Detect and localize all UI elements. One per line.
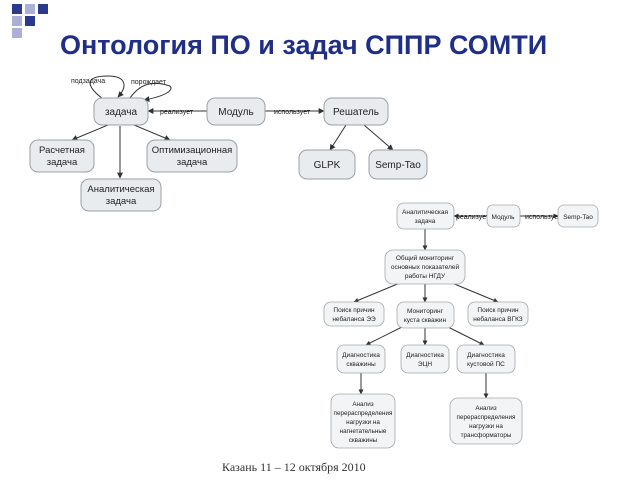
svg-text:Анализ: Анализ: [352, 401, 373, 408]
node-solver: Решатель: [323, 97, 389, 126]
node2-semp-tao: Semp-Tao: [557, 204, 599, 228]
svg-text:Модуль: Модуль: [218, 107, 253, 118]
svg-text:Аналитическая: Аналитическая: [87, 184, 154, 195]
edge-task-calc: [71, 124, 109, 141]
deco-square: [12, 16, 22, 26]
node2-diag-ps: Диагностика кустовой ПС: [456, 344, 516, 374]
slide-footer: Казань 11 – 12 октября 2010: [222, 460, 366, 474]
svg-text:скважины: скважины: [346, 361, 376, 368]
svg-text:ЭЦН: ЭЦН: [418, 361, 432, 368]
node2-module: Модуль: [486, 204, 521, 228]
deco-square: [38, 4, 48, 14]
deco-square: [25, 16, 35, 26]
node2-analytic-task: Аналитическая задача: [396, 202, 455, 230]
diagram2-edges: реализует использует: [353, 213, 562, 399]
node-module: Модуль: [206, 97, 266, 126]
svg-text:Поиск причин: Поиск причин: [333, 307, 375, 314]
svg-text:Диагностика: Диагностика: [342, 352, 380, 359]
svg-text:скважины: скважины: [349, 437, 378, 444]
svg-text:кустовой ПС: кустовой ПС: [467, 360, 505, 368]
node-semp-tao-1: Semp-Tao: [368, 149, 428, 180]
edge-subtask: [89, 75, 125, 100]
edge-label-subtask: подзадача: [71, 78, 105, 85]
svg-text:Оптимизационная: Оптимизационная: [152, 145, 233, 156]
edge2-mon-ee: [353, 282, 401, 303]
edge2-label-implements: реализует: [456, 214, 490, 221]
svg-text:Semp-Tao: Semp-Tao: [563, 214, 593, 221]
svg-text:Поиск причин: Поиск причин: [477, 307, 519, 314]
svg-text:Модуль: Модуль: [491, 214, 515, 221]
node-calc-task: Расчетная задача: [29, 139, 95, 173]
edge2-label-uses: использует: [525, 214, 562, 221]
node2-diag-ecn: Диагностика ЭЦН: [400, 344, 450, 374]
edge-solver-glpk: [329, 124, 347, 151]
edge-task-opt: [133, 124, 171, 141]
slide-title: Онтология ПО и задач СППР СОМТИ: [60, 30, 548, 60]
svg-text:Диагностика: Диагностика: [467, 352, 505, 359]
edge2-mon-vgkz: [451, 282, 499, 303]
node2-load-wells: Анализ перераспределения нагрузки на наг…: [330, 393, 396, 449]
svg-text:Расчетная: Расчетная: [39, 145, 85, 156]
deco-square: [25, 4, 35, 14]
svg-text:Аналитическая: Аналитическая: [402, 209, 448, 216]
node-glpk: GLPK: [298, 149, 356, 180]
node-task: задача: [93, 97, 149, 126]
node2-cluster-monitoring: Мониторинг куста скважин: [396, 301, 455, 329]
edge-label-implements: реализует: [160, 109, 194, 116]
svg-text:задача: задача: [105, 107, 138, 118]
svg-text:трансформаторы: трансформаторы: [461, 432, 512, 439]
node2-diag-wells: Диагностика скважины: [336, 344, 386, 374]
edge-label-produces: порождает: [131, 79, 167, 86]
node2-load-transformers: Анализ перераспределения нагрузки на тра…: [449, 397, 523, 445]
diagram1-edges: подзадача порождает реализует использует: [71, 75, 394, 179]
deco-square: [12, 4, 22, 14]
edge-produces: [129, 82, 172, 102]
node-opt-task: Оптимизационная задача: [146, 139, 238, 173]
svg-text:Анализ: Анализ: [475, 405, 496, 412]
svg-text:задача: задача: [415, 218, 436, 225]
svg-text:Диагностика: Диагностика: [406, 352, 444, 359]
svg-text:Мониторинг: Мониторинг: [407, 308, 444, 315]
svg-text:нагрузки на: нагрузки на: [346, 419, 380, 426]
node2-general-monitoring: Общий мониторинг основных показателей ра…: [384, 249, 466, 285]
deco-square: [12, 28, 22, 38]
svg-text:задача: задача: [177, 157, 208, 168]
svg-text:Общий мониторинг: Общий мониторинг: [396, 254, 455, 262]
svg-text:GLPK: GLPK: [314, 160, 341, 171]
edge2-cluster-diag-ps: [445, 325, 485, 346]
svg-text:куста скважин: куста скважин: [404, 317, 447, 324]
node-analytic-task: Аналитическая задача: [80, 178, 162, 212]
svg-text:основных показателей: основных показателей: [391, 263, 460, 271]
svg-text:нагнетательные: нагнетательные: [340, 428, 387, 435]
edge-solver-semptao: [363, 124, 394, 151]
svg-text:работы НГДУ: работы НГДУ: [405, 272, 446, 280]
svg-text:перераспределения: перераспределения: [457, 414, 516, 421]
svg-text:небаланса ВГКЗ: небаланса ВГКЗ: [473, 315, 523, 323]
svg-text:Решатель: Решатель: [333, 107, 379, 118]
node2-vgkz-imbalance: Поиск причин небаланса ВГКЗ: [467, 301, 529, 327]
edge-label-uses: использует: [274, 109, 311, 116]
svg-text:задача: задача: [106, 196, 137, 207]
svg-text:задача: задача: [47, 157, 78, 168]
svg-text:нагрузки на: нагрузки на: [469, 423, 503, 430]
svg-text:небаланса ЭЭ: небаланса ЭЭ: [332, 315, 376, 323]
svg-text:Semp-Tao: Semp-Tao: [375, 160, 421, 171]
edge2-cluster-diag-wells: [365, 325, 405, 346]
node2-ee-imbalance: Поиск причин небаланса ЭЭ: [323, 301, 385, 327]
svg-text:перераспределения: перераспределения: [334, 410, 393, 417]
